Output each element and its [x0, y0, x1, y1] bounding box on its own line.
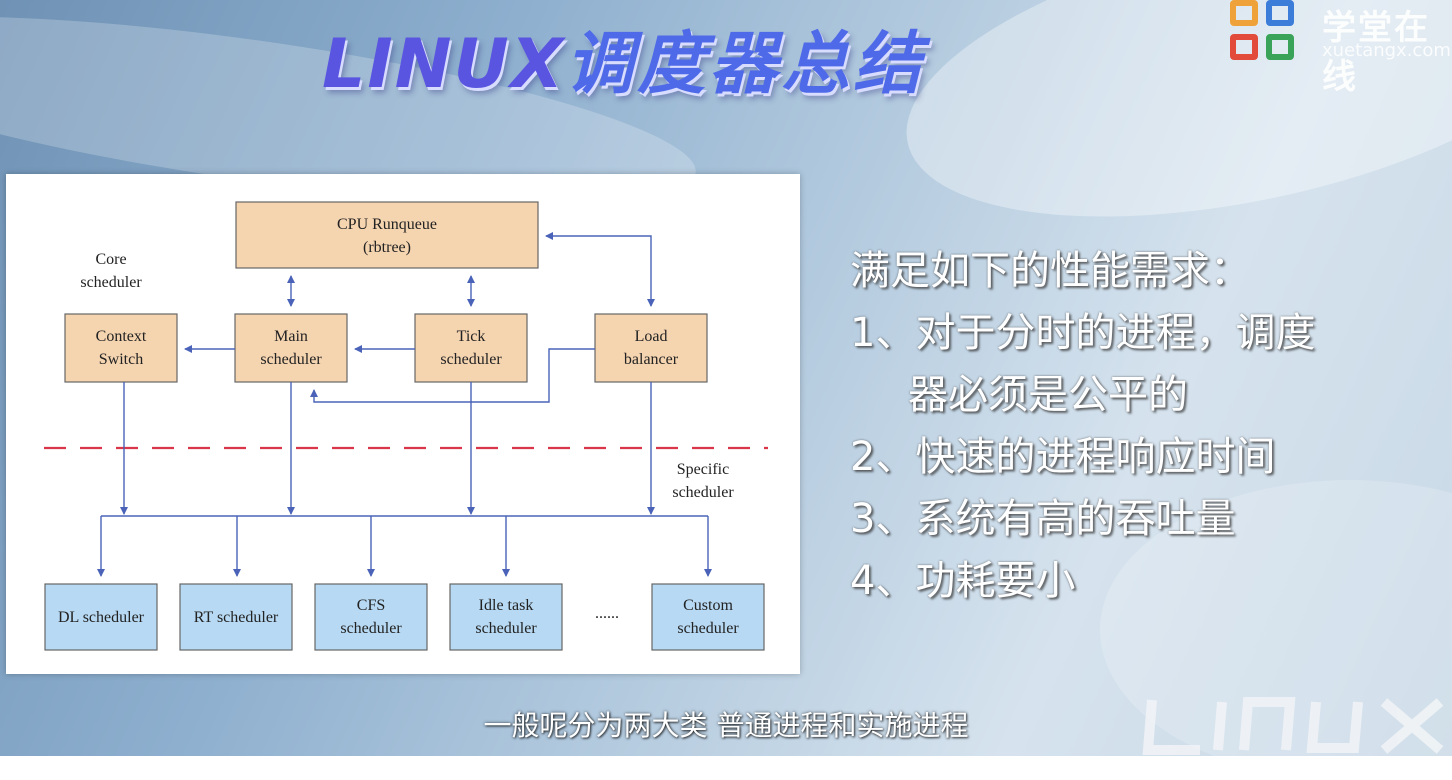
logo-name: 学堂在线 — [1322, 8, 1430, 97]
requirement-1-line-2: 器必须是公平的 — [908, 372, 1188, 418]
cfs-scheduler-label-1: CFS — [357, 597, 385, 614]
main-scheduler-label-1: Main — [274, 328, 308, 345]
context-switch-label-1: Context — [96, 328, 147, 345]
context-switch-box — [64, 313, 178, 383]
core-scheduler-label-1: Core — [95, 251, 126, 268]
rt-scheduler-label: RT scheduler — [194, 609, 279, 626]
requirement-4: 4、功耗要小 — [850, 558, 1076, 604]
load-balancer-box — [594, 313, 708, 383]
requirement-3: 3、系统有高的吞吐量 — [850, 496, 1236, 542]
title-latin: LINUX — [322, 25, 566, 104]
idle-task-scheduler-label-2: scheduler — [475, 620, 537, 637]
logo-icon — [1230, 0, 1302, 66]
custom-scheduler-label-1: Custom — [683, 597, 733, 614]
main-scheduler-label-2: scheduler — [260, 351, 322, 368]
cfs-scheduler-label-2: scheduler — [340, 620, 402, 637]
dl-scheduler-label: DL scheduler — [58, 609, 145, 626]
rbtree-label: (rbtree) — [363, 239, 411, 256]
linux-watermark — [1142, 697, 1444, 755]
specific-scheduler-label-2: scheduler — [672, 484, 734, 501]
load-balancer-label-2: balancer — [624, 351, 679, 368]
specific-scheduler-label-1: Specific — [677, 461, 729, 478]
idle-task-scheduler-box — [449, 583, 563, 651]
title-chinese: 调度器总结 — [565, 25, 926, 104]
context-switch-label-2: Switch — [99, 351, 143, 368]
requirements-heading: 满足如下的性能需求： — [850, 248, 1250, 294]
tick-scheduler-label-2: scheduler — [440, 351, 502, 368]
core-scheduler-label-2: scheduler — [80, 274, 142, 291]
requirement-2: 2、快速的进程响应时间 — [850, 434, 1276, 480]
cpu-runqueue-box — [235, 201, 539, 269]
tick-scheduler-box — [414, 313, 528, 383]
video-subtitle: 一般呢分为两大类 普通进程和实施进程 — [483, 709, 969, 742]
load-balancer-label-1: Load — [635, 328, 668, 345]
rt-scheduler-box — [179, 583, 293, 651]
dl-scheduler-box — [44, 583, 158, 651]
requirement-1-line-1: 1、对于分时的进程，调度 — [850, 310, 1316, 356]
more-schedulers-ellipsis: ...... — [595, 605, 619, 622]
scheduler-diagram-panel: CPU Runqueue (rbtree) Core scheduler Con… — [6, 174, 800, 674]
custom-scheduler-box — [651, 583, 765, 651]
tick-scheduler-label-1: Tick — [457, 328, 486, 345]
arrow-load-main — [310, 348, 595, 403]
xuetangx-logo: 学堂在线 xuetangx.com — [1226, 0, 1452, 97]
cfs-scheduler-box — [314, 583, 428, 651]
idle-task-scheduler-label-1: Idle task — [479, 597, 534, 614]
scheduler-diagram: CPU Runqueue (rbtree) Core scheduler Con… — [44, 201, 768, 651]
cpu-runqueue-label: CPU Runqueue — [337, 216, 437, 233]
requirements-list: 满足如下的性能需求： 1、对于分时的进程，调度 器必须是公平的 2、快速的进程响… — [850, 240, 1410, 612]
slide-title: LINUX调度器总结 — [322, 8, 925, 108]
arrow-runqueue-load — [545, 232, 655, 307]
main-scheduler-box — [234, 313, 348, 383]
custom-scheduler-label-2: scheduler — [677, 620, 739, 637]
logo-domain: xuetangx.com — [1322, 40, 1451, 61]
